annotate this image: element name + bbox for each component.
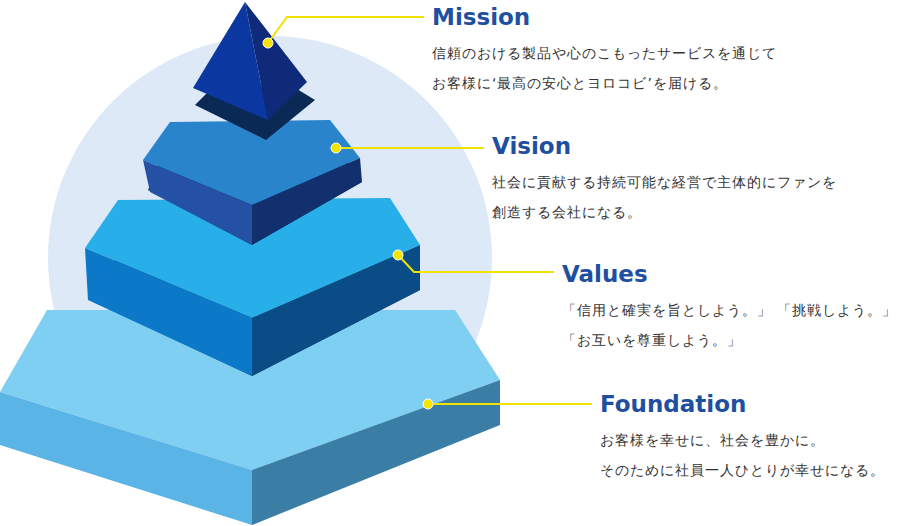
foundation-callout: Foundation お客様を幸せに、社会を豊かに。 そのために社員一人ひとりが幸…	[600, 391, 902, 485]
values-callout: Values 「信用と確実を旨としよう。」 「挑戦しよう。」 「お互いを尊重しよう…	[562, 261, 902, 355]
callout-heading: Vision	[492, 133, 887, 159]
vision-callout: Vision 社会に貢献する持続可能な経営で主体的にファンを 創造する会社になる。	[492, 133, 887, 227]
vision-tier	[143, 120, 362, 245]
mission-callout: Mission 信頼のおける製品や心のこもったサービスを通じて お客様に‘最高の安…	[432, 4, 837, 98]
callout-heading: Values	[562, 261, 902, 287]
callout-heading: Mission	[432, 4, 837, 30]
callout-body: お客様を幸せに、社会を豊かに。 そのために社員一人ひとりが幸せになる。	[600, 425, 902, 485]
callout-body: 社会に貢献する持続可能な経営で主体的にファンを 創造する会社になる。	[492, 167, 887, 227]
mission-tier	[193, 2, 307, 120]
callout-body: 「信用と確実を旨としよう。」 「挑戦しよう。」 「お互いを尊重しよう。」	[562, 295, 902, 355]
leader-dots	[263, 38, 433, 409]
callout-heading: Foundation	[600, 391, 902, 417]
callout-body: 信頼のおける製品や心のこもったサービスを通じて お客様に‘最高の安心とヨロコビ’…	[432, 38, 837, 98]
